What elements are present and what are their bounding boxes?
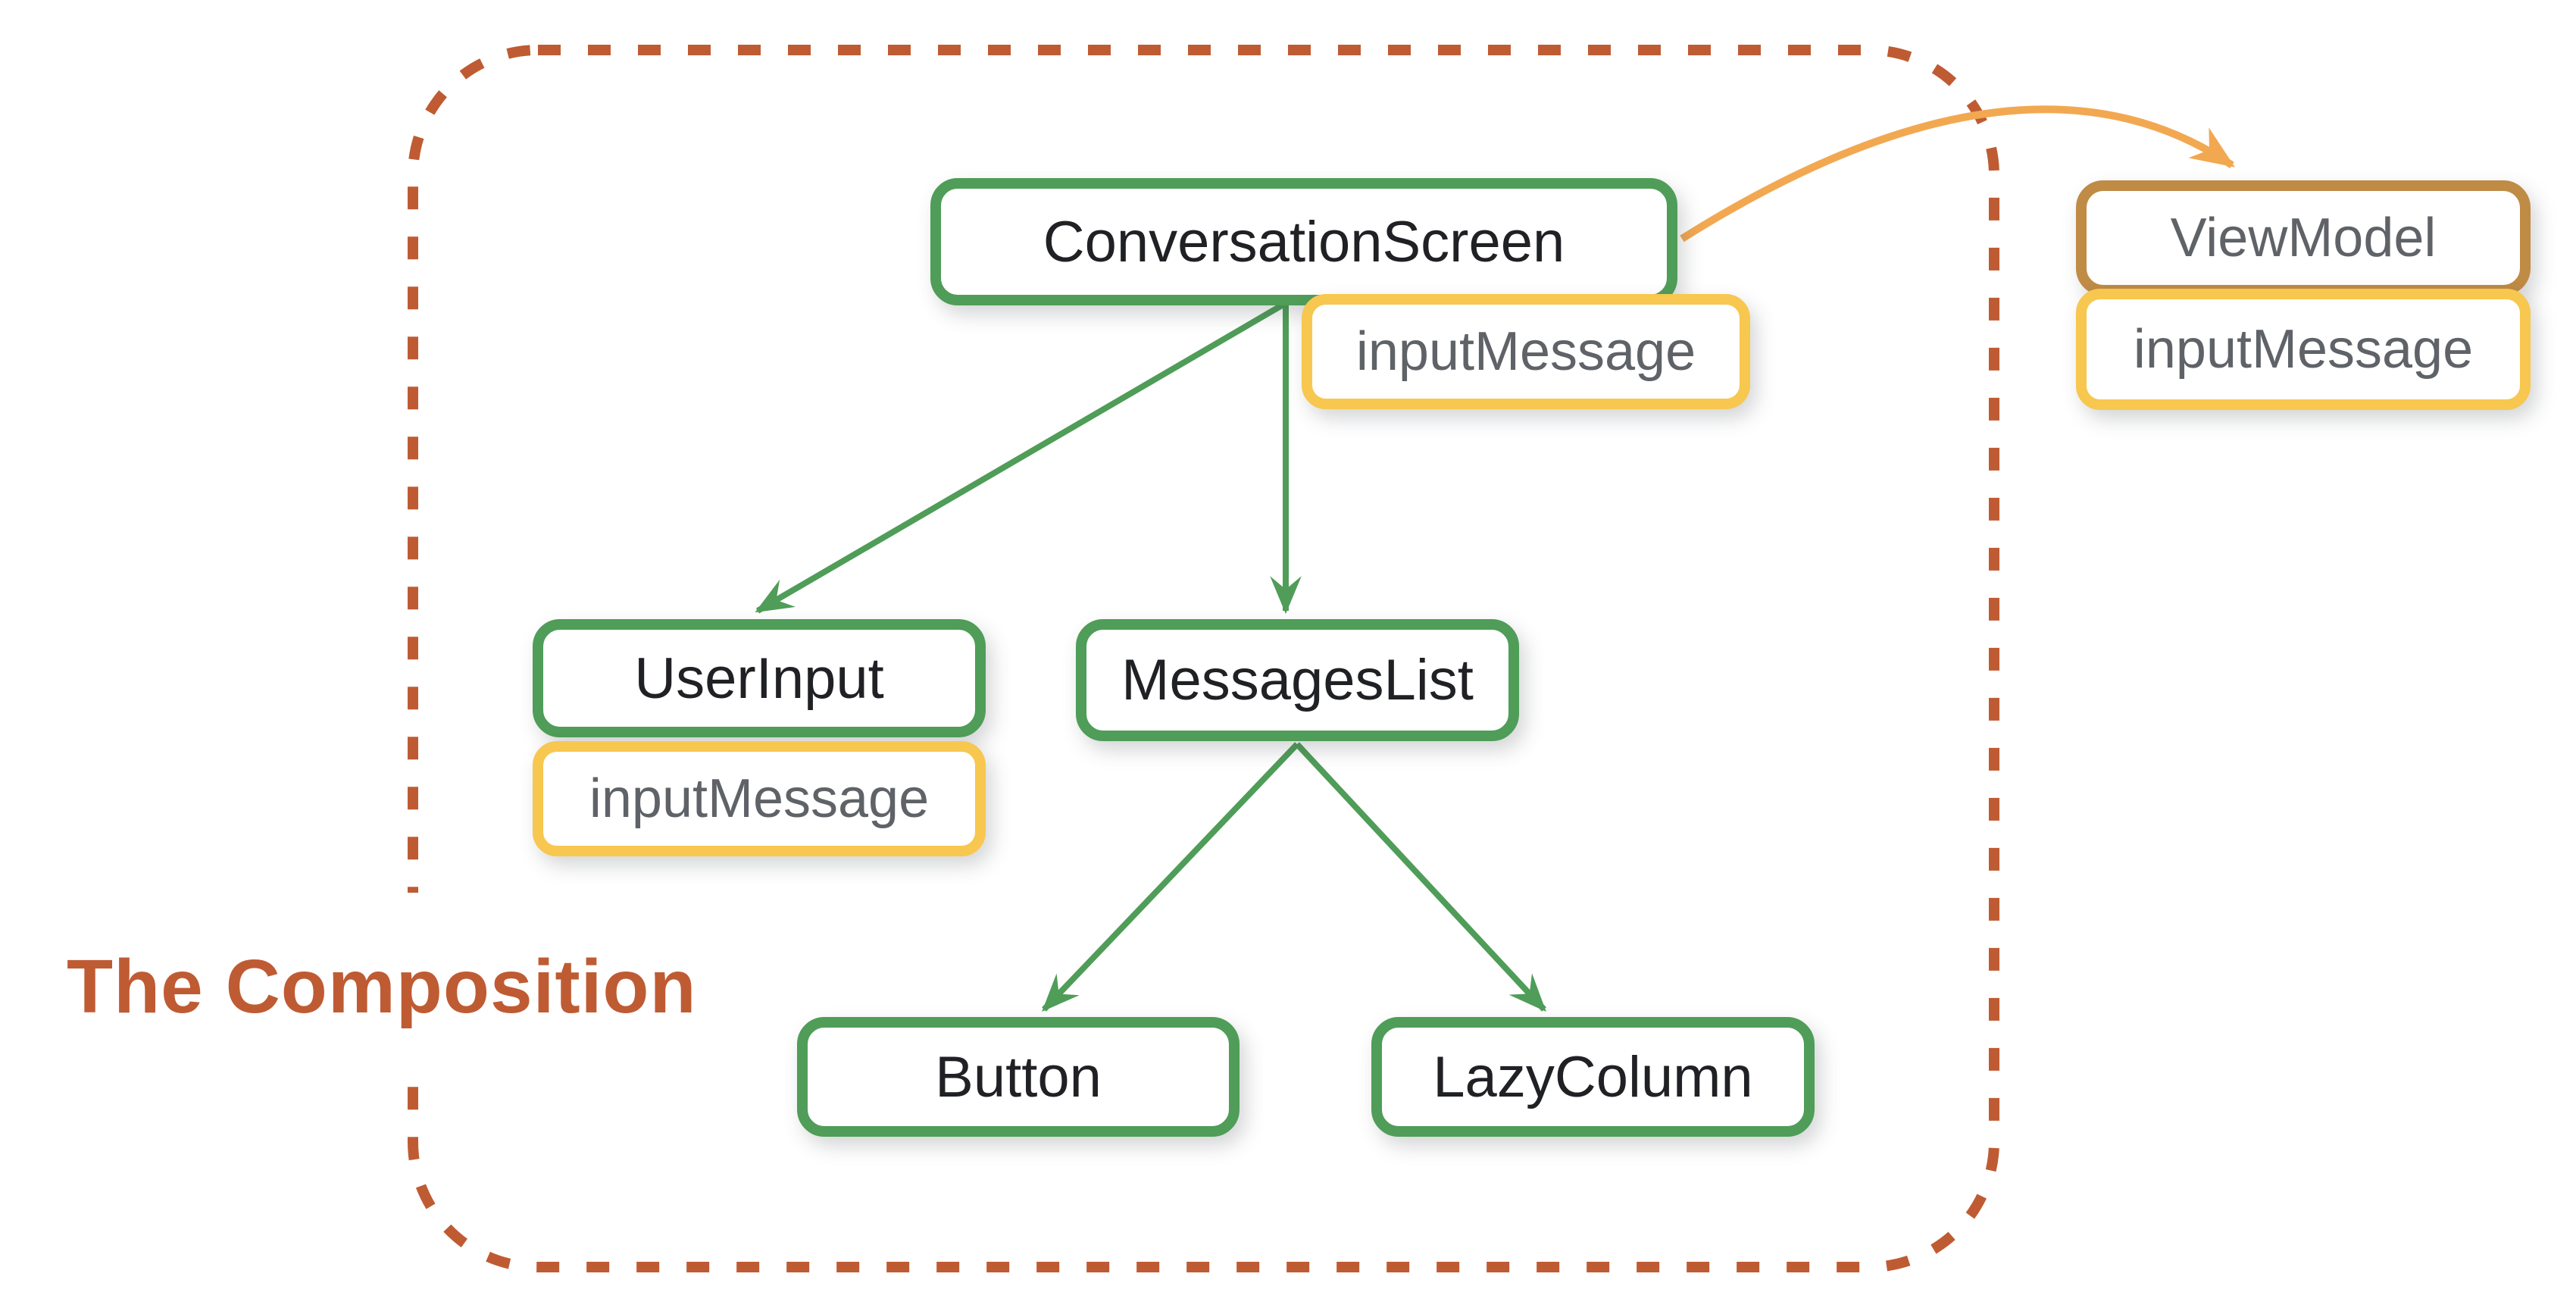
state-badge-view-model-label: inputMessage xyxy=(2133,319,2474,380)
edge-conversationscreen-viewmodel xyxy=(1680,105,2236,243)
node-conversation-screen: ConversationScreen xyxy=(930,178,1677,305)
composition-boundary xyxy=(408,45,1999,1272)
node-lazy-column: LazyColumn xyxy=(1371,1017,1815,1137)
edge-messageslist-button xyxy=(1042,742,1299,1012)
state-badge-view-model: inputMessage xyxy=(2076,289,2531,410)
node-lazy-column-label: LazyColumn xyxy=(1433,1044,1753,1109)
node-view-model-label: ViewModel xyxy=(2170,208,2437,268)
state-badge-user-input: inputMessage xyxy=(533,741,986,856)
state-badge-conversation-screen: inputMessage xyxy=(1302,294,1750,409)
edge-messageslist-lazycolumn xyxy=(1295,742,1546,1012)
node-messages-list-label: MessagesList xyxy=(1121,648,1474,712)
node-messages-list: MessagesList xyxy=(1076,619,1519,741)
node-button-label: Button xyxy=(935,1044,1102,1109)
node-user-input-label: UserInput xyxy=(634,646,884,711)
state-badge-user-input-label: inputMessage xyxy=(589,768,930,829)
composition-title: The Composition xyxy=(44,893,696,1081)
state-badge-conversation-screen-label: inputMessage xyxy=(1355,321,1696,382)
composition-title-text: The Composition xyxy=(67,943,697,1029)
node-user-input: UserInput xyxy=(533,619,986,737)
node-view-model: ViewModel xyxy=(2076,180,2531,296)
node-button: Button xyxy=(797,1017,1240,1137)
node-conversation-screen-label: ConversationScreen xyxy=(1043,209,1565,274)
edge-conversationscreen-userinput xyxy=(755,300,1288,614)
